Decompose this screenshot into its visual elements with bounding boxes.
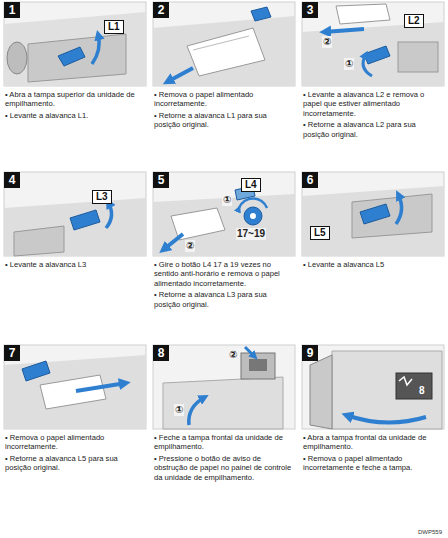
panel-art: [153, 345, 295, 429]
indicator-number: 8: [419, 385, 425, 397]
callout-number: ②: [322, 36, 332, 48]
instruction-text: • Feche a tampa frontal da unidade de em…: [154, 433, 294, 452]
turn-count: 17~19: [236, 228, 266, 240]
step-number-box: 6: [302, 172, 318, 188]
lever-tag-box: L2: [404, 14, 424, 28]
panel-art: [153, 172, 295, 256]
instruction-text: • Retorne a alavanca L5 para sua posição…: [5, 454, 145, 473]
instruction-text: • Levante a alavanca L3: [5, 260, 145, 269]
lever-name: L1: [108, 21, 120, 32]
instruction-text: • Levante a alavanca L2 e remova o papel…: [303, 90, 443, 118]
lever-tag-box: L1: [104, 20, 124, 34]
panel-art: [4, 172, 146, 256]
step-number-box: 4: [4, 172, 20, 188]
step-number: 2: [158, 3, 165, 17]
callout-number: ①: [344, 58, 354, 70]
panel-art: [302, 2, 444, 86]
lever-name: L3: [96, 191, 108, 202]
figure-code: DWP559: [418, 529, 442, 536]
instruction-text: • Retorne a alavanca L2 para sua posição…: [303, 120, 443, 139]
step-number-box: 1: [4, 2, 20, 18]
step-number: 7: [9, 346, 16, 360]
lever-tag-box: L4: [241, 178, 261, 192]
step-number-box: 8: [153, 345, 169, 361]
callout-number: ①: [174, 404, 184, 416]
instruction-text: • Remova o papel alimentado incorretamen…: [303, 454, 443, 473]
panel-art: [4, 345, 146, 429]
lever-name: L2: [408, 15, 420, 26]
step-number-box: 3: [302, 2, 318, 18]
lever-name: L5: [314, 227, 326, 238]
instruction-text: • Retorne a alavanca L1 para sua posição…: [154, 111, 294, 130]
step-number: 1: [9, 3, 16, 17]
step-number-box: 7: [4, 345, 20, 361]
panel-art: [302, 345, 444, 429]
lever-tag-box: L3: [92, 190, 112, 204]
step-number: 3: [307, 3, 314, 17]
callout-number: ①: [222, 194, 232, 206]
instruction-text: • Pressione o botão de aviso de obstruçã…: [154, 454, 294, 482]
step-number: 6: [307, 173, 314, 187]
instruction-text: • Levante a alavanca L5: [303, 260, 443, 269]
step-number-box: 5: [153, 172, 169, 188]
instruction-text: • Abra a tampa superior da unidade de em…: [5, 90, 145, 109]
instruction-text: • Levante a alavanca L1.: [5, 111, 145, 120]
step-number: 4: [9, 173, 16, 187]
step-number-box: 9: [302, 345, 318, 361]
instruction-text: • Gire o botão L4 17 a 19 vezes no senti…: [154, 260, 294, 288]
panel-art: [153, 2, 295, 86]
instruction-text: • Abra a tampa frontal da unidade de emp…: [303, 433, 443, 452]
lever-tag-box: L5: [310, 226, 330, 240]
instruction-text: • Remova o papel alimentado incorretamen…: [5, 433, 145, 452]
step-number: 8: [158, 346, 165, 360]
step-number: 9: [307, 346, 314, 360]
callout-number: ②: [228, 349, 238, 361]
instruction-text: • Remova o papel alimentado incorretamen…: [154, 90, 294, 109]
lever-name: L4: [245, 179, 257, 190]
callout-number: ②: [185, 240, 195, 252]
panel-art: [302, 172, 444, 256]
instruction-text: • Retorne a alavanca L3 para sua posição…: [154, 290, 294, 309]
step-number: 5: [158, 173, 165, 187]
step-number-box: 2: [153, 2, 169, 18]
panel-art: [4, 2, 146, 86]
